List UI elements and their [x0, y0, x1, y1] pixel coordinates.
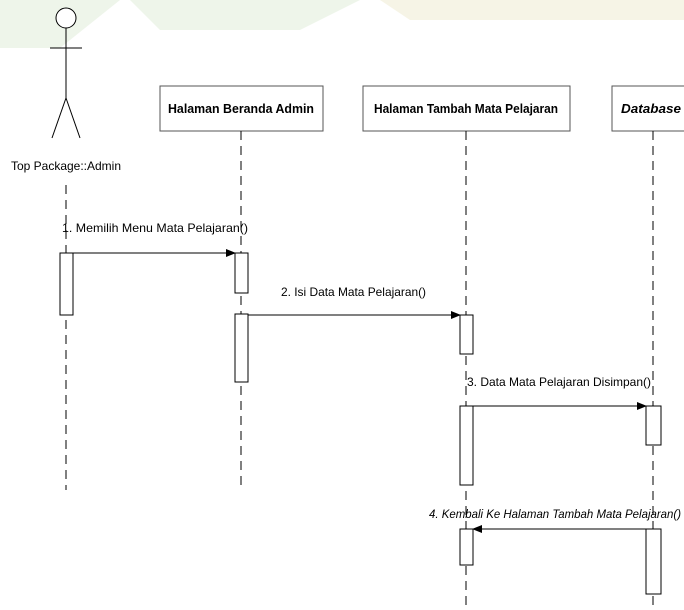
activation-database-2 [645, 528, 662, 595]
activation-beranda-1 [234, 252, 249, 294]
message-label: 4. Kembali Ke Halaman Tambah Mata Pelaja… [429, 507, 681, 521]
activation-beranda-2 [234, 313, 249, 383]
actor-leg-left [51, 97, 67, 139]
activation-tambah-1 [459, 314, 474, 355]
actor-head [55, 7, 77, 29]
actor-admin: Top Package::Admin [11, 7, 121, 173]
activation-tambah-2 [459, 405, 474, 486]
message-4: 4. Kembali Ke Halaman Tambah Mata Pelaja… [429, 507, 681, 533]
lifeline-box-database: Database [611, 85, 684, 132]
activation-tambah-3 [459, 528, 474, 566]
activation-actor [59, 252, 74, 316]
watermark-band [0, 0, 684, 48]
message-label: 3. Data Mata Pelajaran Disimpan() [467, 375, 651, 389]
lifeline-title-database: Database [621, 102, 681, 116]
message-label: 1. Memilih Menu Mata Pelajaran() [62, 221, 248, 235]
lifeline-box-beranda: Halaman Beranda Admin [159, 85, 324, 132]
lifeline-title-tambah: Halaman Tambah Mata Pelajaran [374, 102, 558, 116]
message-3: 3. Data Mata Pelajaran Disimpan() [467, 375, 651, 410]
actor-name: Top Package::Admin [11, 159, 121, 173]
lifeline-box-tambah: Halaman Tambah Mata Pelajaran [362, 85, 571, 132]
message-label: 2. Isi Data Mata Pelajaran() [281, 285, 426, 299]
message-1: 1. Memilih Menu Mata Pelajaran() [62, 221, 248, 257]
message-2: 2. Isi Data Mata Pelajaran() [248, 285, 461, 319]
activation-database-1 [645, 405, 662, 446]
lifeline-title-beranda: Halaman Beranda Admin [168, 102, 314, 116]
actor-leg-right [65, 97, 81, 139]
